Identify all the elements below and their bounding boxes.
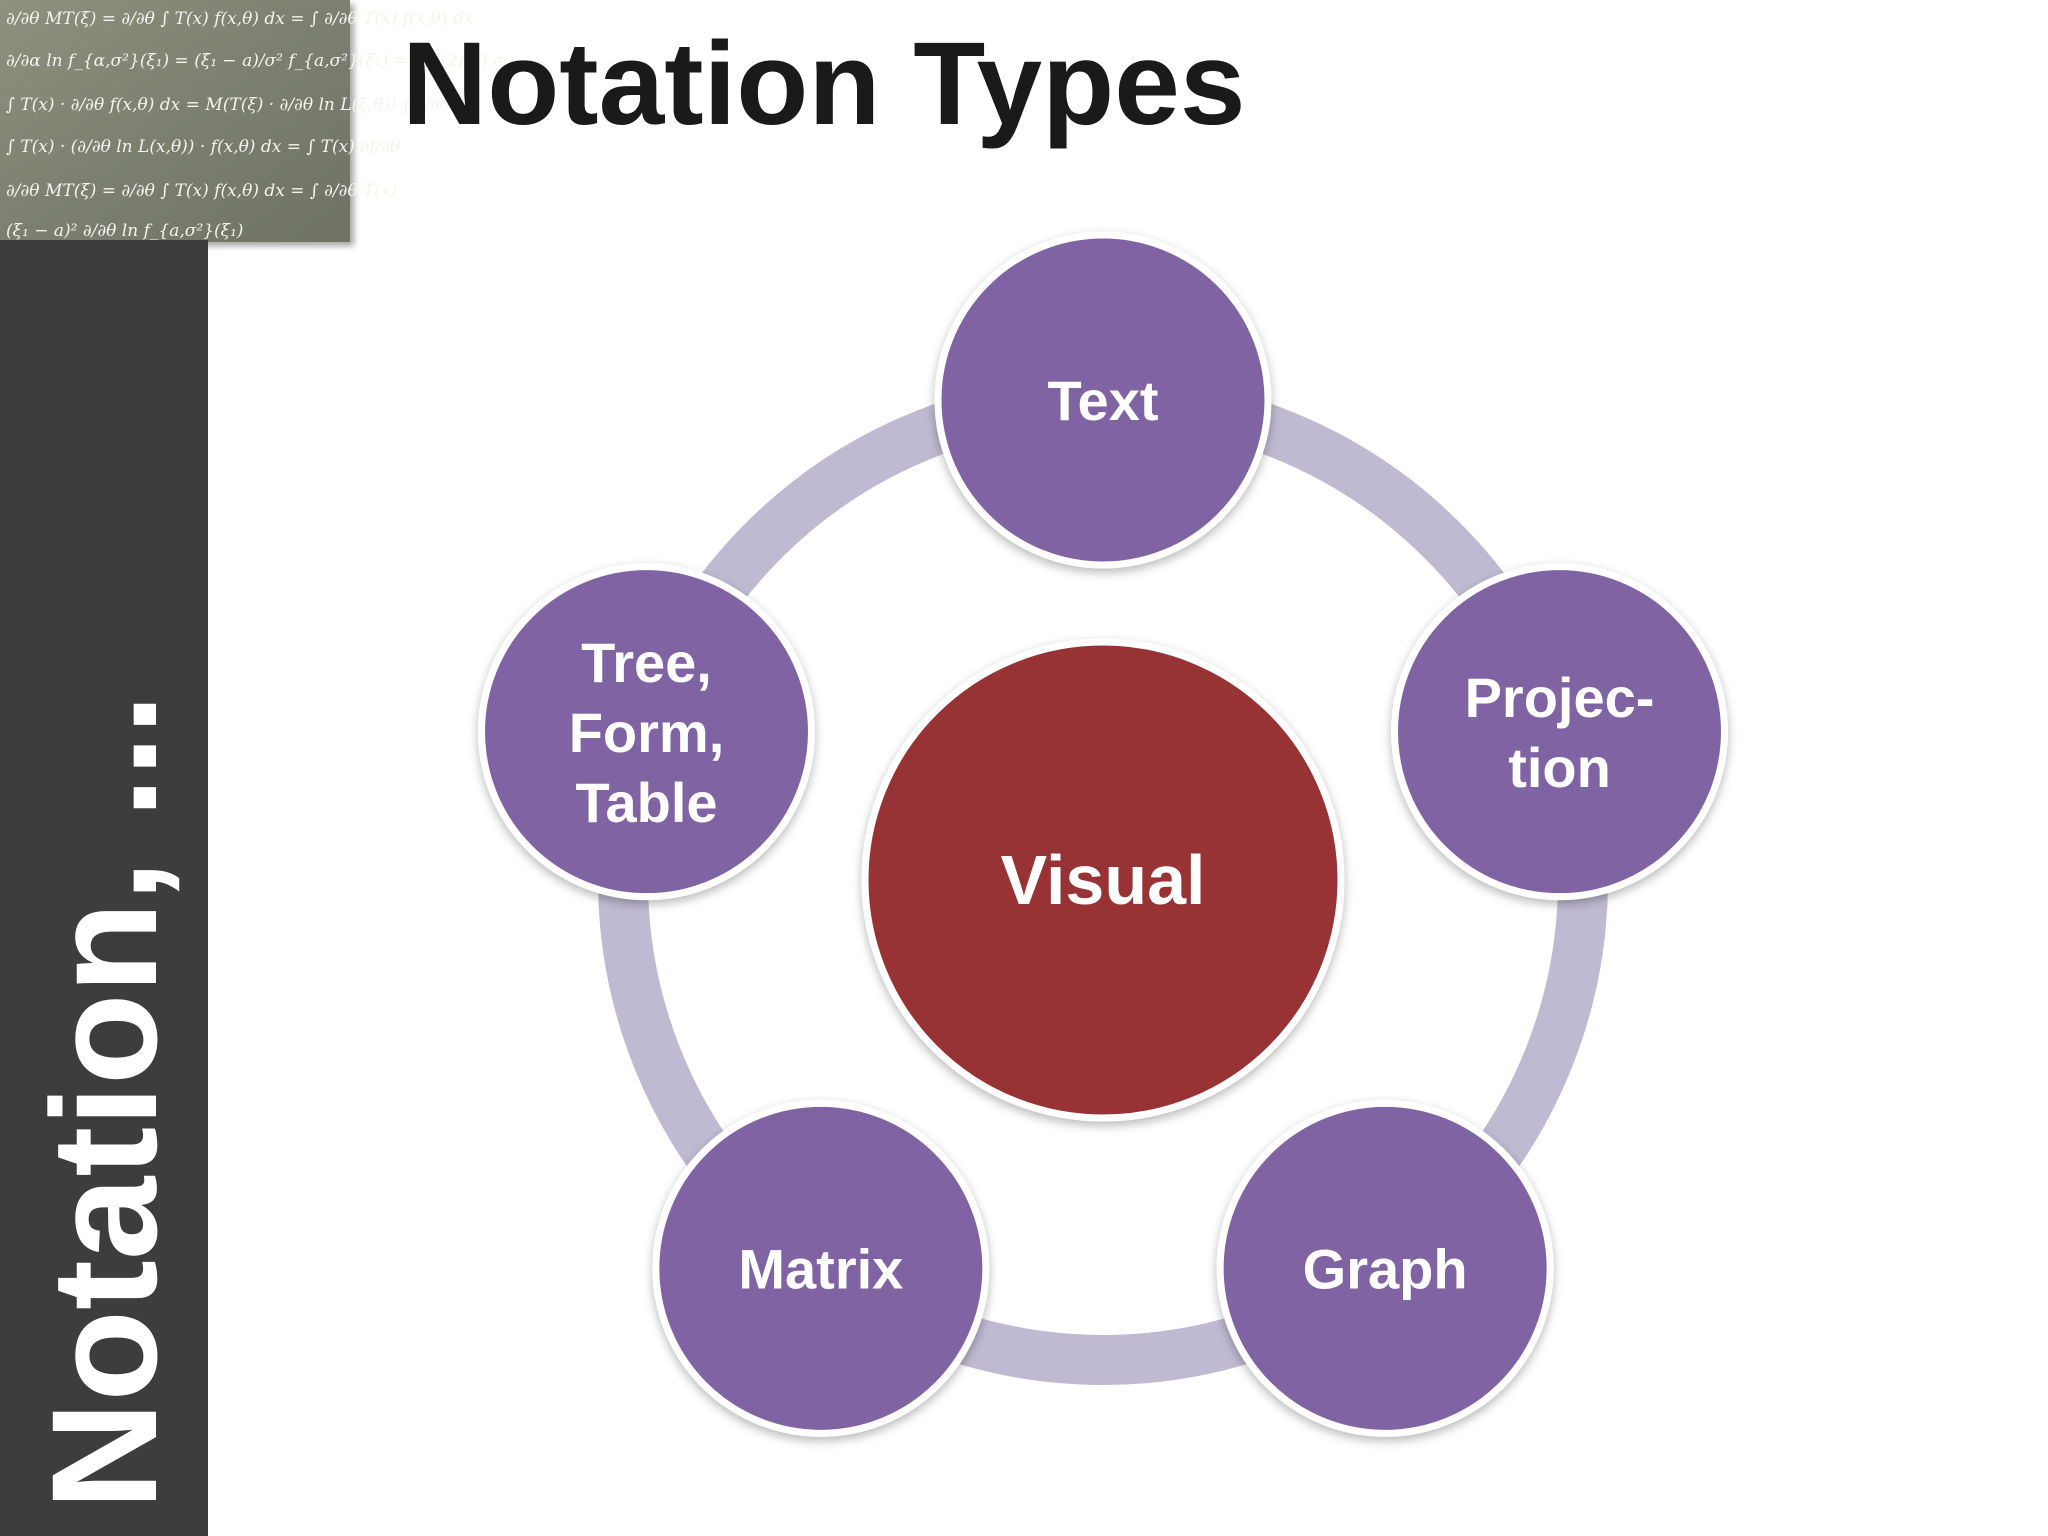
node-circle [652,1099,990,1437]
math-formula-line: ∫ T(x) · ∂/∂θ f(x,θ) dx = M(T(ξ) · ∂/∂θ … [6,95,450,115]
sidebar [0,240,208,1536]
node-matrix: Matrix [652,1099,990,1437]
node-label: Form, [569,701,725,764]
node-circle [934,231,1272,569]
node-label: tion [1508,736,1611,799]
center-label: Visual [1001,841,1206,919]
node-label: Tree, [581,631,712,694]
node-label: Graph [1303,1237,1468,1300]
node-graph: Graph [1216,1099,1554,1437]
math-formula-line: (ξ₁ − a)² ∂/∂θ ln f_{a,σ²}(ξ₁) [6,221,243,241]
page-title: Notation Types [402,18,1246,150]
math-formula-line: ∂/∂α ln f_{α,σ²}(ξ₁) = (ξ₁ − a)/σ² f_{a,… [6,51,503,71]
math-formulas-graphic: ∂/∂θ MT(ξ) = ∂/∂θ ∫ T(x) f(x,θ) dx = ∫ ∂… [0,0,503,242]
center-node-visual: Visual [861,638,1345,1122]
node-label: Text [1048,369,1159,432]
node-text: Text [934,231,1272,569]
node-label: Matrix [738,1237,903,1300]
math-formula-line: ∂/∂θ MT(ξ) = ∂/∂θ ∫ T(x) f(x,θ) dx = ∫ ∂… [6,9,474,29]
node-circle [1216,1099,1554,1437]
node-circle [477,563,815,901]
node-tree-form-table: Tree, Form, Table [477,563,815,901]
math-formula-line: ∂/∂θ MT(ξ) = ∂/∂θ ∫ T(x) f(x,θ) dx = ∫ ∂… [6,181,397,201]
node-circle [1391,563,1729,901]
node-label: Table [575,771,717,834]
math-formula-line: ∫ T(x) · (∂/∂θ ln L(x,θ)) · f(x,θ) dx = … [6,137,400,157]
center-circle [861,638,1345,1122]
node-projection: Projec-tion [1391,563,1729,901]
node-label: Projec- [1465,666,1655,729]
math-formulas-image: ∂/∂θ MT(ξ) = ∂/∂θ ∫ T(x) f(x,θ) dx = ∫ ∂… [0,0,503,242]
